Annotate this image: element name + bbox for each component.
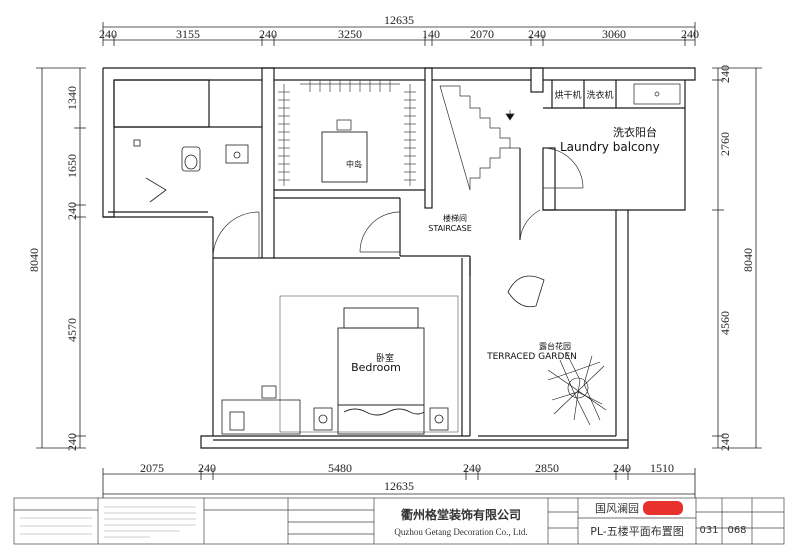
left-seg-2: 1650 (65, 154, 79, 178)
label-stair-en: STAIRCASE (428, 224, 472, 233)
bottom-dimension-chain (102, 468, 696, 498)
bottom-seg-4: 240 (463, 461, 481, 475)
garden-tree-icon (547, 351, 607, 426)
staircase-steps (439, 85, 520, 191)
label-washer: 洗衣机 (586, 89, 613, 101)
nightstands (313, 407, 449, 431)
left-seg-4: 4570 (65, 318, 79, 342)
rug (279, 295, 459, 433)
left-total-dim: 8040 (27, 248, 41, 272)
redaction-mark (643, 501, 683, 515)
bottom-total-dim: 12635 (384, 479, 414, 493)
right-seg-1: 240 (718, 65, 732, 83)
top-seg-7: 240 (528, 27, 546, 41)
laundry-appliances (633, 83, 681, 105)
bed (337, 307, 425, 435)
top-dimension-chain (102, 22, 696, 46)
title-block-notes (20, 506, 196, 538)
desk-chair (221, 385, 301, 435)
drawing-title: PL-五楼平面布置图 (590, 524, 684, 538)
right-seg-4: 240 (718, 433, 732, 451)
left-seg-3: 240 (65, 202, 79, 220)
top-seg-4: 3250 (338, 27, 362, 41)
island-counter (321, 131, 368, 183)
label-garden-en: TERRACED GARDEN (486, 352, 577, 362)
title-block (13, 497, 785, 545)
left-seg-5: 240 (65, 433, 79, 451)
doors (212, 147, 584, 259)
top-seg-2: 3155 (176, 27, 200, 41)
right-total-dim: 8040 (741, 248, 755, 272)
bottom-seg-3: 5480 (328, 461, 352, 475)
label-bedroom-cn: 卧室 (376, 352, 394, 364)
bottom-seg-5: 2850 (535, 461, 559, 475)
label-bedroom-en: Bedroom (351, 361, 401, 374)
top-seg-9: 240 (681, 27, 699, 41)
company-name-en: Quzhou Getang Decoration Co., Ltd. (394, 527, 527, 537)
right-seg-3: 4560 (718, 311, 732, 335)
bottom-seg-1: 2075 (140, 461, 164, 475)
label-stair-cn: 楼梯间 (443, 213, 467, 223)
garden-chair (507, 275, 545, 308)
project-name: 国风澜园 (595, 501, 639, 515)
left-seg-1: 1340 (65, 86, 79, 110)
label-dryer: 烘干机 (554, 89, 581, 101)
bottom-seg-2: 240 (198, 461, 216, 475)
top-seg-6: 2070 (470, 27, 494, 41)
top-seg-8: 3060 (602, 27, 626, 41)
label-garden-cn: 露台花园 (539, 341, 571, 351)
right-seg-2: 2760 (718, 132, 732, 156)
company-name-cn: 衢州格堂装饰有限公司 (401, 507, 521, 522)
label-laundry-en: Laundry balcony (560, 140, 660, 154)
label-laundry-cn: 洗衣阳台 (613, 125, 657, 139)
right-dimension-chain (712, 67, 762, 449)
bath-fixtures (133, 139, 249, 203)
left-dimension-chain (36, 67, 86, 449)
wardrobe-hangers (278, 80, 416, 186)
top-seg-1: 240 (99, 27, 117, 41)
bottom-seg-7: 1510 (650, 461, 674, 475)
island-stool (336, 119, 352, 131)
top-seg-3: 240 (259, 27, 277, 41)
bottom-seg-6: 240 (613, 461, 631, 475)
top-total-dim: 12635 (384, 13, 414, 27)
page-number: 031 (699, 525, 718, 536)
label-island: 中岛 (346, 159, 362, 169)
top-seg-5: 140 (422, 27, 440, 41)
walls (102, 67, 696, 449)
total-pages: 068 (727, 525, 746, 536)
